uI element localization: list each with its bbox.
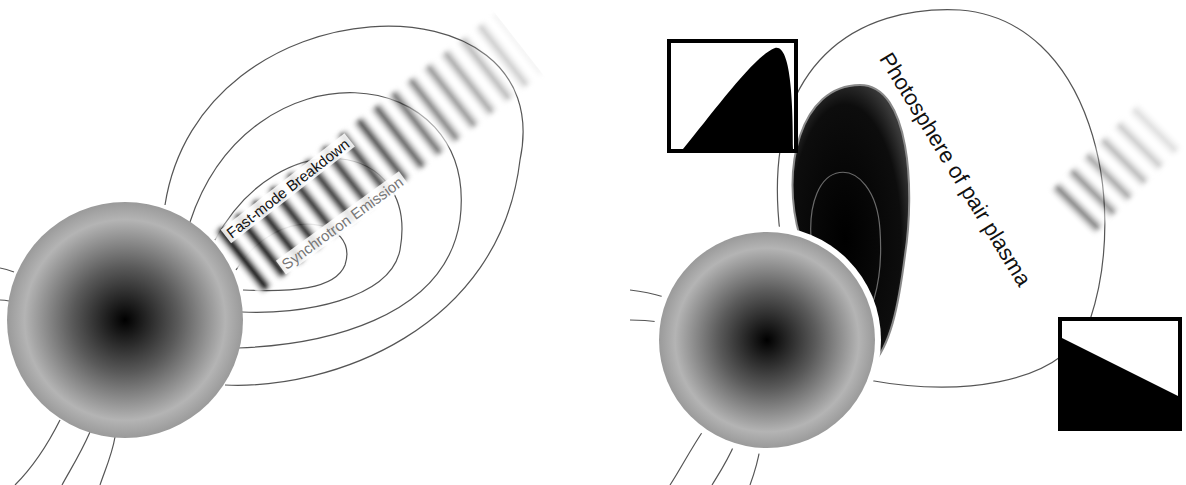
neutron-star <box>659 232 875 448</box>
wave-beam <box>212 13 542 295</box>
neutron-star <box>7 202 243 438</box>
text-label: Photosphere of pair plasma <box>874 48 1036 291</box>
gap <box>653 226 881 454</box>
spectrum-inset <box>669 41 796 151</box>
wave-beam <box>1049 102 1183 236</box>
spectrum-inset <box>1060 319 1180 429</box>
field-lines <box>630 10 1105 485</box>
